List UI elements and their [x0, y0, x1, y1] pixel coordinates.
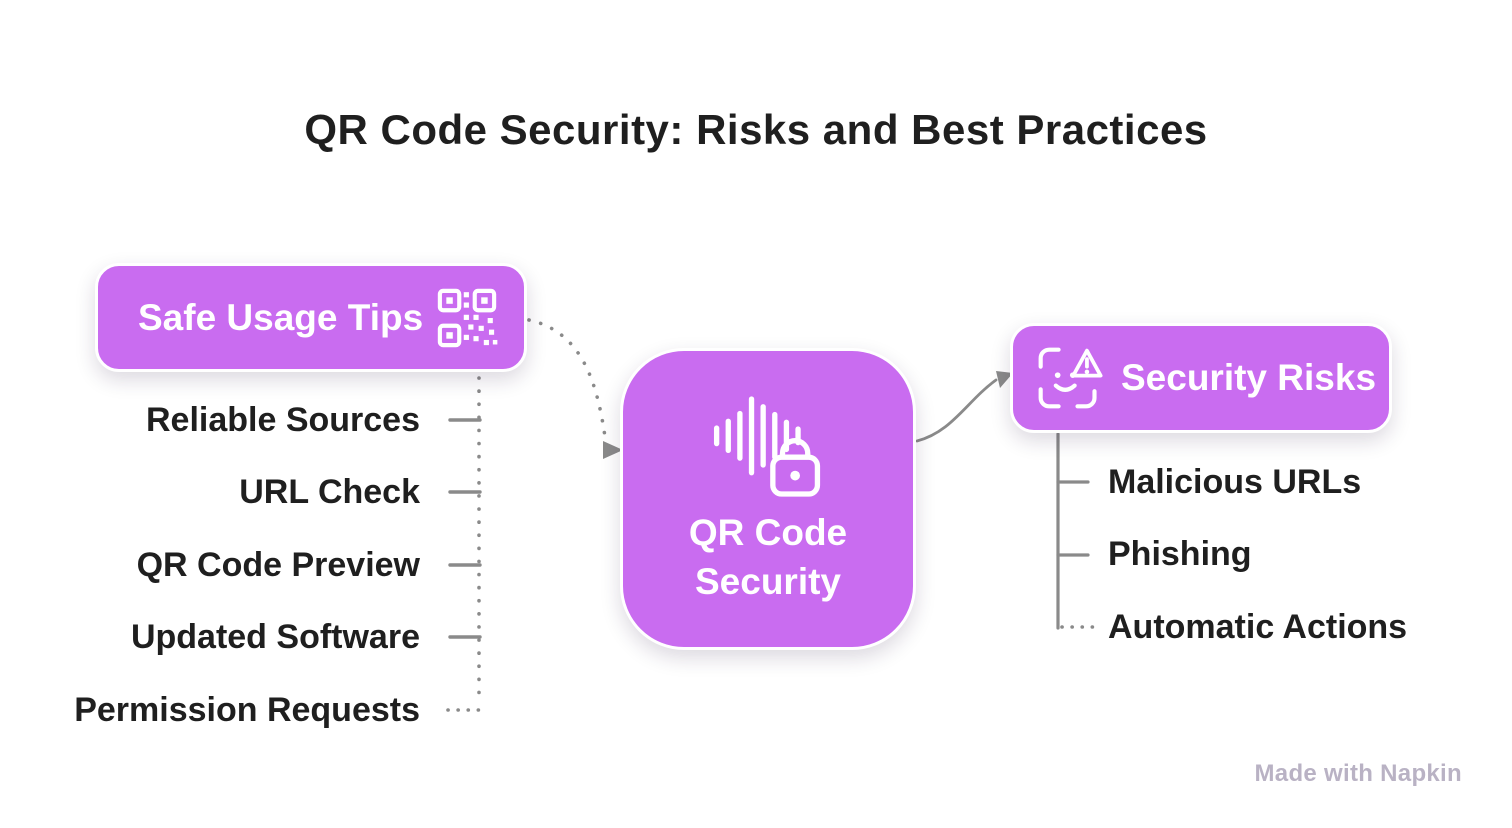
watermark: Made with Napkin: [1254, 760, 1462, 787]
node-safe-usage-tips: Safe Usage Tips: [95, 263, 527, 372]
arrowhead-right: [996, 371, 1013, 388]
list-item-updated-software: Updated Software: [130, 618, 420, 657]
list-item-permission-requests: Permission Requests: [74, 690, 420, 729]
face-scan-warning-icon: [1035, 344, 1103, 412]
security-risks-list: Malicious URLs Phishing Automatic Action…: [1108, 446, 1488, 664]
qr-code-security-label: QR Code Security: [688, 512, 848, 602]
list-item-reliable-sources: Reliable Sources: [145, 400, 420, 439]
safe-usage-tips-label: Safe Usage Tips: [138, 296, 424, 338]
connector-left-to-center: [527, 318, 608, 446]
list-item-automatic-actions: Automatic Actions: [1108, 607, 1408, 646]
list-item-phishing: Phishing: [1108, 535, 1252, 574]
qr-code-icon: [436, 287, 498, 349]
connector-center-to-right: [915, 378, 998, 443]
node-security-risks: Security Risks: [1010, 323, 1392, 433]
list-item-qr-code-preview: QR Code Preview: [136, 545, 420, 584]
arrowhead-center: [603, 441, 623, 459]
list-item-url-check: URL Check: [239, 473, 420, 512]
node-qr-code-security: QR Code Security: [620, 348, 916, 650]
safe-usage-tips-list: Reliable Sources URL Check QR Code Previ…: [30, 384, 430, 747]
diagram-title: QR Code Security: Risks and Best Practic…: [304, 106, 1208, 153]
waveform-lock-icon: [705, 391, 831, 503]
security-risks-label: Security Risks: [1121, 357, 1377, 398]
list-item-malicious-urls: Malicious URLs: [1108, 462, 1362, 501]
